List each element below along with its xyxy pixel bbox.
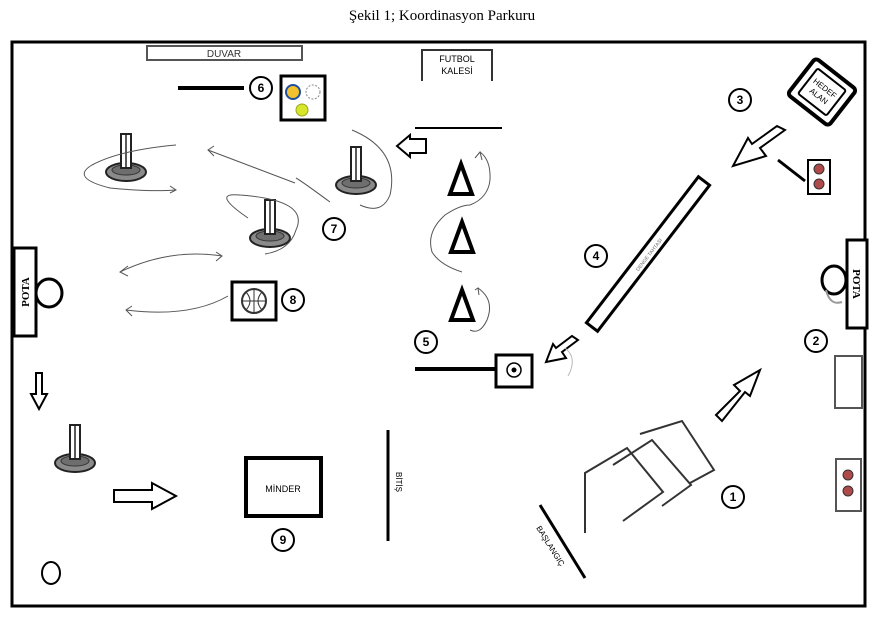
svg-text:5: 5: [423, 335, 430, 349]
svg-text:7: 7: [331, 222, 338, 236]
figure-caption: Şekil 1; Koordinasyon Parkuru: [348, 8, 536, 24]
arrow-right-icon: [113, 481, 179, 511]
wall-marker: DUVAR: [146, 45, 303, 61]
mat: MİNDER: [244, 456, 323, 518]
svg-text:1: 1: [730, 490, 737, 504]
basket-left: POTA: [12, 246, 64, 338]
hurdle-1: [105, 133, 147, 182]
svg-text:2: 2: [813, 334, 820, 348]
svg-text:8: 8: [290, 293, 297, 307]
dribble-path: [119, 253, 229, 313]
agility-ladder: [584, 419, 716, 533]
soccer-ball-icon: [305, 84, 321, 100]
station-number-7: 7: [322, 217, 346, 241]
basket-right: POTA: [820, 238, 869, 330]
start-label: BAŞLANGIÇ: [534, 524, 566, 568]
basketball-box: [230, 280, 278, 322]
mat-label: MİNDER: [265, 484, 301, 494]
finish-label: BİTİŞ: [394, 472, 403, 492]
hurdle-3: [249, 199, 291, 248]
football-goal: FUTBOL KALESİ: [421, 49, 493, 81]
bowling-pins-bottom: [835, 458, 862, 512]
station-number-6: 6: [249, 76, 273, 100]
svg-text:6: 6: [258, 81, 265, 95]
goal-label-line1: FUTBOL: [439, 54, 475, 64]
start-line: [538, 504, 587, 579]
station-number-8: 8: [281, 288, 305, 312]
cone-3: [449, 288, 475, 322]
svg-text:4: 4: [593, 249, 600, 263]
arrow-left-icon: [395, 132, 427, 160]
station-number-1: 1: [721, 485, 745, 509]
arrow-to-soccer-icon: [544, 334, 580, 364]
arrow-up-right-icon: [714, 367, 762, 423]
station-number-5: 5: [414, 330, 438, 354]
balls-box: [279, 74, 327, 122]
svg-text:3: 3: [737, 93, 744, 107]
soccer-ball-box: [494, 353, 534, 389]
hurdle-path: [83, 129, 393, 255]
station-number-4: 4: [584, 244, 608, 268]
basket-left-label: POTA: [20, 277, 32, 307]
field-border: [10, 40, 867, 608]
bowling-pins-top: [807, 159, 831, 195]
tennis-ball-icon: [295, 103, 309, 117]
goal-label-line2: KALESİ: [441, 66, 473, 76]
station-number-3: 3: [728, 88, 752, 112]
station-number-9: 9: [271, 528, 295, 552]
station-number-2: 2: [804, 329, 828, 353]
hurdle-2: [335, 146, 377, 195]
target-area: HEDEF ALAN: [786, 57, 858, 127]
volleyball-icon: [285, 84, 301, 100]
slalom-path: [430, 151, 491, 332]
basket-right-label: POTA: [850, 269, 862, 299]
wall-label: DUVAR: [207, 49, 241, 60]
pin-bar-top: [777, 158, 806, 183]
arrow-down-left-icon: [730, 124, 787, 168]
hurdle-4: [54, 424, 96, 473]
cone-1: [448, 162, 474, 196]
arrow-down-icon: [29, 372, 49, 412]
curve-near-ball: [564, 347, 573, 377]
svg-text:9: 9: [280, 533, 287, 547]
small-marker: [41, 561, 61, 585]
cone-2: [449, 220, 475, 254]
station-2-box: [834, 355, 863, 409]
